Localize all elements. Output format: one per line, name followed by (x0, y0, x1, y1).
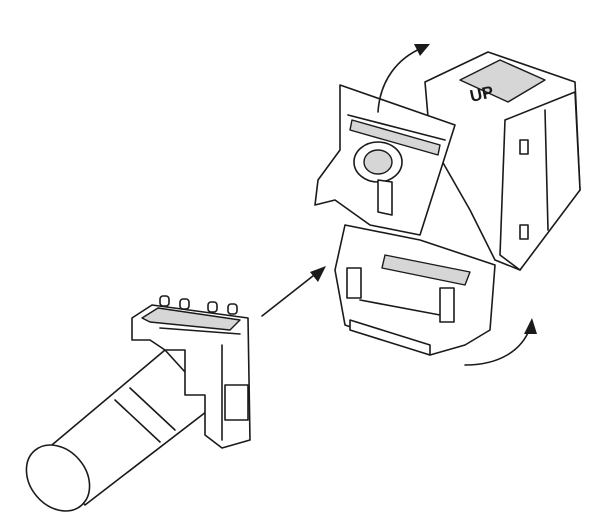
up-label: UP (468, 82, 495, 105)
keystone-jack: UP (314, 51, 581, 356)
cable (25, 349, 216, 512)
clip-pins (159, 295, 238, 315)
insertion-arrow (261, 266, 326, 317)
cable-clip (131, 295, 251, 449)
rotate-arrow-bottom (464, 318, 537, 366)
rotate-arrow-top (377, 44, 430, 113)
